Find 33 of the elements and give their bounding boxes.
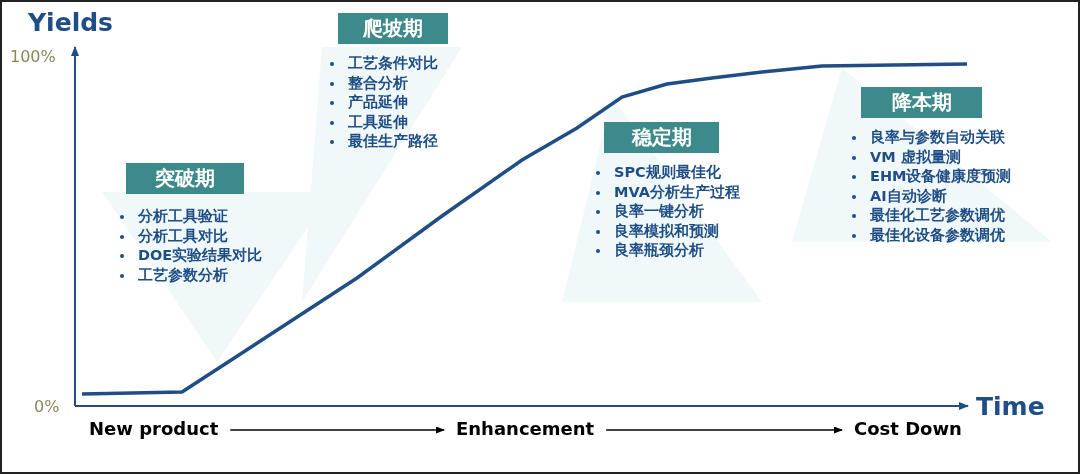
bullet-item: MVA分析生产过程: [614, 182, 740, 202]
bullet-item: 良率模拟和预测: [614, 221, 719, 241]
bullet-item: EHM设备健康度预测: [870, 167, 1012, 186]
tick-label: 0%: [34, 397, 60, 416]
bullet-item: 良率与参数自动关联: [870, 128, 1005, 147]
arrow: [229, 426, 445, 434]
axis-title: Time: [976, 392, 1045, 421]
bullet-item: 工艺条件对比: [348, 54, 438, 73]
bullet-item: 分析工具对比: [138, 226, 228, 246]
bullet-item: 工艺参数分析: [138, 265, 228, 285]
phase-box: 稳定期: [604, 122, 719, 153]
bullet-item: 最佳化设备参数调优: [870, 225, 1005, 245]
bullet-item: 产品延伸: [348, 93, 408, 112]
tick-label: 100%: [10, 47, 56, 66]
stage-label: Cost Down: [842, 417, 974, 441]
phase-box: 爬坡期: [338, 13, 448, 44]
bullet-item: 良率瓶颈分析: [614, 241, 704, 260]
bullet-item: 良率一键分析: [614, 202, 704, 221]
bullet-item: 最佳化工艺参数调优: [870, 206, 1005, 225]
bullet-item: AI自动诊断: [870, 186, 947, 206]
bullet-item: 工具延伸: [348, 112, 408, 132]
stage-label: New product: [77, 417, 231, 441]
axis-title: Yields: [28, 8, 113, 37]
bullet-item: SPC规则最佳化: [614, 163, 721, 182]
stage-label: Enhancement: [444, 417, 607, 441]
bullet-item: DOE实验结果对比: [138, 246, 263, 265]
phase-box: 突破期: [126, 163, 244, 194]
bullet-item: 整合分析: [348, 73, 408, 93]
bullet-item: 最佳生产路径: [348, 132, 438, 151]
bullet-item: 分析工具验证: [138, 207, 228, 226]
phase-box: 降本期: [861, 87, 982, 118]
arrow: [605, 426, 843, 434]
bullet-item: VM 虚拟量测: [870, 147, 961, 167]
